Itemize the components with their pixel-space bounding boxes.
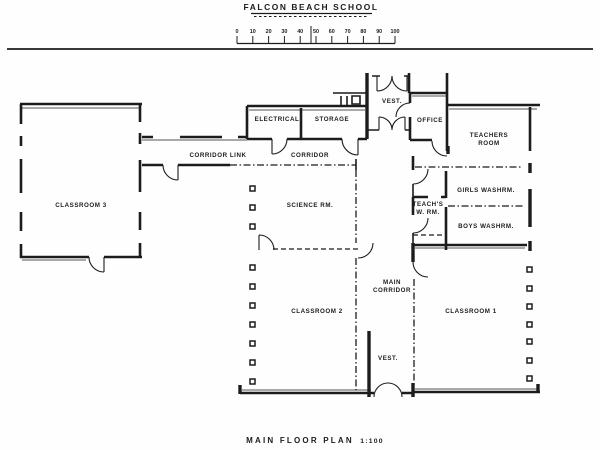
scale-tick-label-60: 60: [329, 29, 335, 35]
scale-tick-label-70: 70: [345, 29, 351, 35]
window-mullions: [249, 185, 533, 385]
room-label-classroom-3: CLASSROOM 3: [55, 202, 106, 209]
plan-scale: 1:100: [360, 438, 383, 445]
room-label-boys-washroom: BOYS WASHRM.: [458, 223, 514, 230]
scale-bar-ticks: 0 10 20 30 40 50 60 70 80 90 100: [236, 29, 400, 44]
room-label-electrical: ELECTRICAL: [255, 116, 300, 123]
room-label-vestibule-north: VEST.: [382, 98, 402, 105]
room-label-corridor: CORRIDOR: [291, 152, 329, 159]
room-label-teachers-room: ROOM: [478, 140, 499, 147]
room-label-main-corridor: CORRIDOR: [373, 287, 411, 294]
scale-tick-label-100: 100: [391, 29, 400, 35]
walls-inner-faces: [22, 95, 537, 391]
door-swings: [88, 75, 448, 398]
room-labels: CLASSROOM 3 CORRIDOR LINK CORRIDOR ELECTRIC…: [55, 98, 515, 362]
room-label-teachers-room: TEACHERS: [470, 132, 508, 139]
room-label-corridor-link: CORRIDOR LINK: [190, 152, 247, 159]
sheet-title: FALCON BEACH SCHOOL: [243, 2, 378, 12]
room-label-storage: STORAGE: [315, 116, 349, 123]
room-label-classroom-2: CLASSROOM 2: [291, 308, 342, 315]
walls-heavy-posts: [238, 73, 540, 397]
walls-dashed: [273, 234, 446, 250]
scale-tick-label-40: 40: [297, 29, 303, 35]
room-label-teachers-washroom: W. RM.: [416, 209, 440, 216]
room-label-science-room: SCIENCE RM.: [287, 202, 334, 209]
scale-tick-label-20: 20: [266, 29, 272, 35]
plan-caption: MAIN FLOOR PLAN: [246, 436, 354, 445]
room-label-main-corridor: MAIN: [383, 279, 401, 286]
scale-tick-label-30: 30: [281, 29, 287, 35]
room-label-classroom-1: CLASSROOM 1: [445, 308, 496, 315]
room-label-office: OFFICE: [417, 117, 443, 124]
walls-dashdot: [230, 164, 523, 392]
scale-tick-label-0: 0: [236, 29, 239, 35]
scale-tick-label-80: 80: [360, 29, 366, 35]
scale-bar: 0 10 20 30 40 50 60 70 80 90 100: [236, 26, 400, 45]
room-label-girls-washroom: GIRLS WASHRM.: [457, 187, 515, 194]
scale-tick-label-90: 90: [376, 29, 382, 35]
scale-tick-label-50: 50: [313, 29, 319, 35]
walls-main: [19, 73, 540, 395]
scale-tick-label-10: 10: [250, 29, 256, 35]
room-label-teachers-washroom: TEACH'S: [413, 201, 444, 208]
room-label-vestibule-south: VEST.: [378, 355, 398, 362]
